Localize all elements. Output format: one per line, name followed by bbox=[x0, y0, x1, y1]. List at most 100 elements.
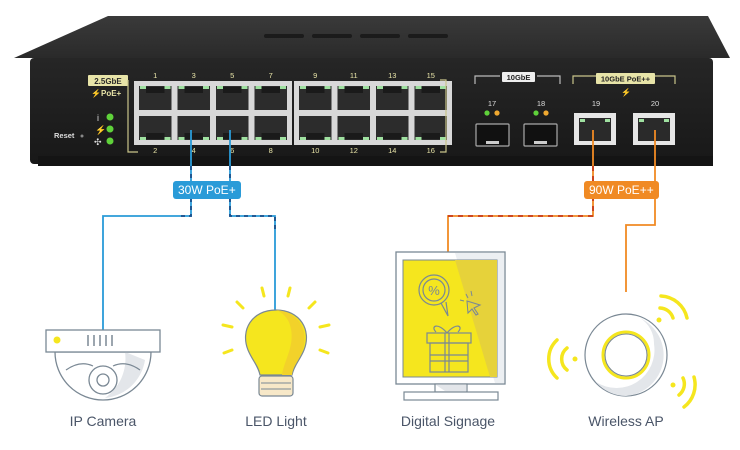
lightning-icon: ⚡ bbox=[621, 87, 631, 97]
port-led bbox=[324, 137, 331, 140]
port-led bbox=[280, 86, 286, 89]
status-led bbox=[106, 125, 114, 133]
status-leds: i ⚡ ✣ bbox=[94, 113, 114, 147]
click-sparks bbox=[459, 290, 473, 302]
device-label-led-light: LED Light bbox=[245, 413, 307, 429]
device-label-digital-signage: Digital Signage bbox=[400, 413, 496, 429]
port-number: 15 bbox=[427, 71, 435, 80]
port-led bbox=[338, 86, 345, 89]
sfp-group: 10GbE 17 18 bbox=[474, 72, 561, 147]
status-led bbox=[106, 137, 114, 145]
rj45-port-12[interactable] bbox=[337, 116, 371, 140]
rj45-port-7[interactable] bbox=[254, 86, 288, 110]
port-number: 16 bbox=[427, 146, 435, 155]
rj45-port-6[interactable] bbox=[216, 116, 249, 140]
rj45-port-10[interactable] bbox=[299, 116, 332, 140]
status-led bbox=[106, 113, 114, 121]
port-led bbox=[164, 137, 171, 140]
port-led bbox=[300, 137, 306, 140]
port-number: 9 bbox=[313, 71, 317, 80]
rj45-port-9[interactable] bbox=[299, 86, 332, 110]
rj45-port-5[interactable] bbox=[216, 86, 249, 110]
rj45-port-20[interactable] bbox=[633, 113, 675, 145]
port-led bbox=[164, 86, 171, 89]
light-rays bbox=[221, 286, 331, 355]
port-number: 13 bbox=[388, 71, 396, 80]
rj45-port-8[interactable] bbox=[254, 116, 288, 140]
orange-cables bbox=[447, 130, 656, 292]
lightning-icon: ⚡ bbox=[95, 124, 106, 136]
sfp-port-17[interactable] bbox=[475, 123, 510, 147]
port-number: 7 bbox=[269, 71, 273, 80]
digital-signage-icon: % bbox=[395, 251, 506, 401]
rj45-port-16[interactable] bbox=[414, 116, 448, 140]
port-led bbox=[363, 86, 369, 89]
port-led bbox=[415, 137, 422, 140]
device-label-wireless-ap: Wireless AP bbox=[588, 413, 664, 429]
gift-icon bbox=[426, 325, 472, 373]
rj45-port-15[interactable] bbox=[414, 86, 448, 110]
port-led bbox=[377, 137, 383, 140]
sfp-port-18[interactable] bbox=[523, 123, 558, 147]
rj45-port-3[interactable] bbox=[177, 86, 211, 110]
port-led bbox=[300, 86, 306, 89]
port-led bbox=[241, 86, 248, 89]
rj45-port-14[interactable] bbox=[376, 116, 409, 140]
reset-button[interactable] bbox=[80, 134, 84, 138]
port-number: 4 bbox=[192, 146, 196, 155]
brand-logo bbox=[264, 34, 448, 38]
port-led bbox=[338, 137, 345, 140]
port-led bbox=[401, 137, 408, 140]
rj45-port-13[interactable] bbox=[376, 86, 409, 110]
rj45-port-19[interactable] bbox=[574, 113, 616, 145]
group-label-2-5gbe: 2.5GbE bbox=[94, 77, 122, 86]
port-number: 3 bbox=[192, 71, 196, 80]
percent-icon: % bbox=[428, 283, 440, 298]
rj45-port-2[interactable] bbox=[139, 116, 172, 140]
poe-plus-plus-badge: 90W PoE++ bbox=[584, 181, 659, 199]
activity-led bbox=[543, 110, 549, 116]
port-number: 19 bbox=[592, 99, 600, 108]
port-led bbox=[217, 86, 223, 89]
cable-port4-to-camera bbox=[102, 130, 192, 330]
port-led bbox=[415, 86, 422, 89]
led-bulb-icon bbox=[221, 286, 331, 397]
port-led bbox=[178, 137, 185, 140]
rj45-port-11[interactable] bbox=[337, 86, 371, 110]
link-led bbox=[533, 110, 539, 116]
port-led bbox=[401, 86, 408, 89]
port-led bbox=[203, 86, 209, 89]
port-led bbox=[255, 86, 262, 89]
reset-label: Reset bbox=[54, 131, 75, 140]
ip-camera-icon bbox=[45, 329, 161, 401]
rj45-port-4[interactable] bbox=[177, 116, 211, 140]
poe-plus-plus-group: 10GbE PoE++ ⚡ 19 20 bbox=[572, 73, 676, 145]
cable-port20-to-ap bbox=[625, 130, 656, 292]
port-number: 12 bbox=[350, 146, 358, 155]
rj45-port-1[interactable] bbox=[139, 86, 172, 110]
switch-bottom bbox=[38, 156, 713, 166]
port-led bbox=[140, 137, 146, 140]
network-switch: 2.5GbE ⚡ PoE+ i ⚡ ✣ Reset 12345678910111… bbox=[14, 16, 730, 166]
cursor-icon bbox=[466, 300, 482, 316]
group-label-10gbe: 10GbE bbox=[507, 73, 531, 82]
device-label-ip-camera: IP Camera bbox=[69, 413, 137, 429]
port-number: 6 bbox=[230, 146, 234, 155]
port-led bbox=[217, 137, 223, 140]
lightning-icon: ⚡ bbox=[91, 88, 101, 98]
port-led bbox=[440, 137, 446, 140]
port-led bbox=[178, 86, 185, 89]
port-number: 1 bbox=[153, 71, 157, 80]
info-icon: i bbox=[97, 113, 99, 123]
port-number: 20 bbox=[651, 99, 659, 108]
port-led bbox=[241, 137, 248, 140]
activity-led bbox=[494, 110, 500, 116]
wifi-waves bbox=[547, 294, 697, 409]
rj45-port-array bbox=[134, 81, 452, 145]
group-label-10gbe-poe: 10GbE PoE++ bbox=[601, 75, 651, 84]
port-number: 2 bbox=[153, 146, 157, 155]
port-led bbox=[203, 137, 209, 140]
port-number: 18 bbox=[537, 99, 545, 108]
